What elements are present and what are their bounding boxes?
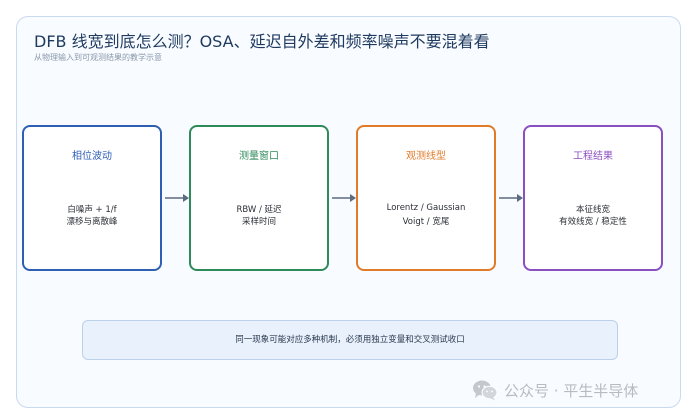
box-title: 工程结果	[573, 151, 613, 162]
box-title: 观测线型	[406, 151, 446, 162]
box-line: 采样时间	[241, 217, 276, 227]
page-subtitle: 从物理输入到可观测结果的教学示意	[34, 53, 162, 62]
box-phase-fluctuation: 相位波动 白噪声 + 1/f 漂移与离散峰	[22, 125, 162, 271]
box-title: 相位波动	[72, 151, 112, 162]
arrow-right-icon	[165, 194, 189, 202]
box-line: RBW / 延迟	[236, 205, 282, 215]
arrow-right-icon	[332, 194, 356, 202]
watermark: 公众号 · 平生半导体	[472, 377, 638, 403]
box-line: 白噪声 + 1/f	[67, 205, 117, 215]
wechat-icon	[473, 380, 498, 401]
box-line: Lorentz / Gaussian	[386, 203, 466, 213]
box-line: 有效线宽 / 稳定性	[559, 217, 627, 227]
box-line: 本征线宽	[575, 205, 610, 215]
box-line: 漂移与离散峰	[66, 217, 118, 227]
box-measurement-window: 测量窗口 RBW / 延迟 采样时间	[189, 125, 329, 271]
arrow-right-icon	[499, 194, 523, 202]
watermark-text: 公众号 · 平生半导体	[504, 381, 639, 400]
box-title: 测量窗口	[239, 151, 279, 162]
summary-note: 同一现象可能对应多种机制，必须用独立变量和交叉测试收口	[82, 320, 618, 360]
box-observed-lineshape: 观测线型 Lorentz / Gaussian Voigt / 宽尾	[356, 125, 496, 271]
page-title: DFB 线宽到底怎么测？OSA、延迟自外差和频率噪声不要混着看	[34, 32, 490, 51]
box-engineering-result: 工程结果 本征线宽 有效线宽 / 稳定性	[523, 125, 663, 271]
box-line: Voigt / 宽尾	[402, 217, 450, 227]
